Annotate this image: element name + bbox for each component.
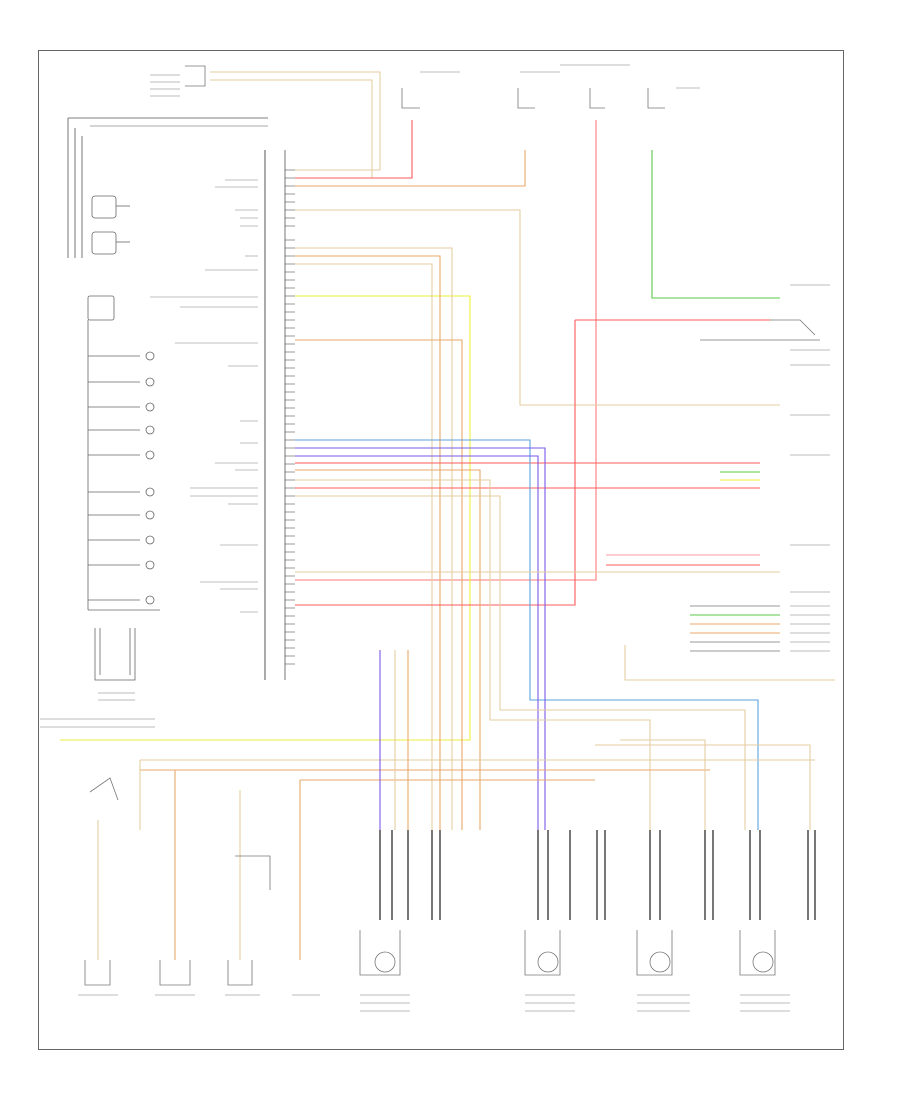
wires xyxy=(60,71,835,960)
sensor-rf xyxy=(524,930,561,976)
wheel-speed-sensors xyxy=(359,930,776,976)
sensor-rr xyxy=(739,930,776,976)
diagram-frame xyxy=(38,50,844,1050)
bottom-components xyxy=(84,777,271,986)
sensor-lf xyxy=(359,930,401,976)
control-module xyxy=(67,117,295,680)
sensor-lr xyxy=(636,930,673,976)
faint-labels xyxy=(40,64,830,1012)
internal-relays xyxy=(87,195,160,681)
connector-stacks xyxy=(379,830,816,920)
top-fuses xyxy=(185,65,816,336)
